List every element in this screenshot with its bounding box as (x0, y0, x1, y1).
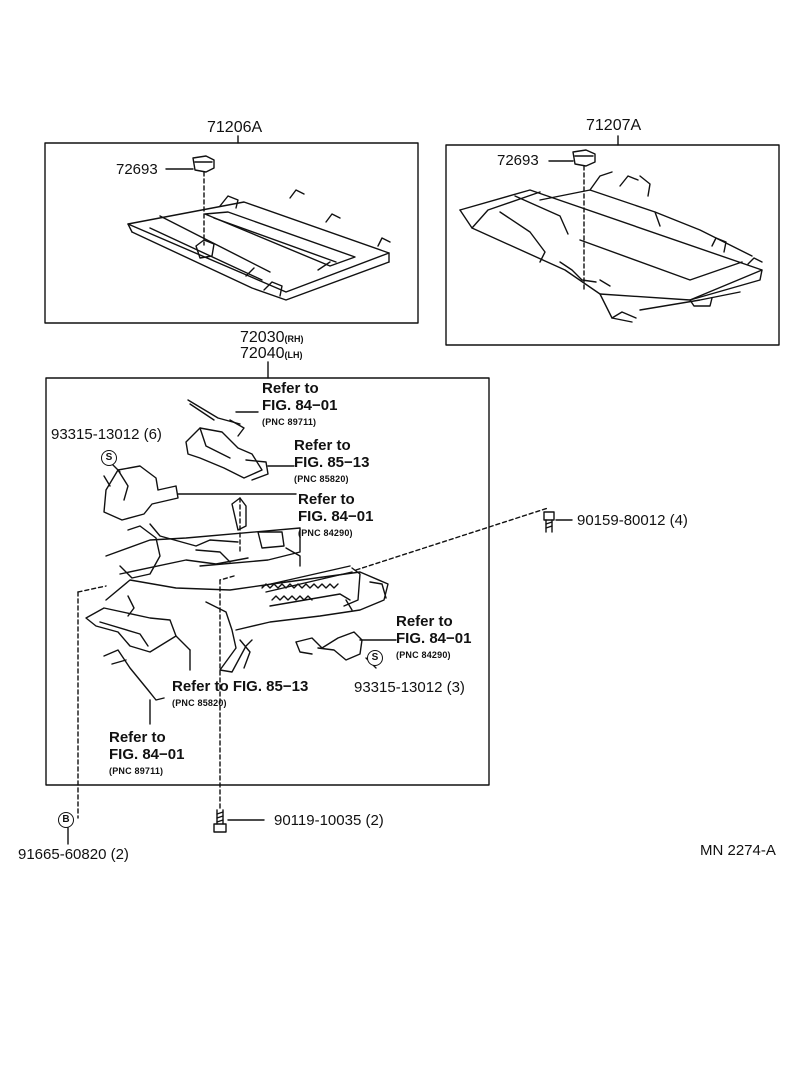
callout-ref6-pnc: (PNC 89711) (109, 766, 164, 776)
adjuster-suffix-lh: (LH) (284, 350, 303, 360)
callout-ref6: Refer to FIG. 84−01 (PNC 89711) (109, 729, 184, 780)
screw-lower-part-number: 93315-13012 (3) (354, 679, 465, 696)
callout-ref4-pnc: (PNC 84290) (396, 650, 451, 660)
callout-ref2-line2: FIG. 85−13 (294, 454, 370, 471)
callout-ref2: Refer to FIG. 85−13 (PNC 85820) (294, 437, 369, 488)
frame-right-title: 71207A (586, 117, 642, 134)
screw-upper-part-number: 93315-13012 (6) (51, 426, 162, 443)
callout-ref1-pnc: (PNC 89711) (262, 417, 317, 427)
screw-upper-leader (111, 463, 121, 473)
s-mark-upper: S (101, 450, 117, 466)
callout-ref5-pnc: (PNC 85820) (172, 698, 227, 708)
callout-ref6-line1: Refer to (109, 729, 166, 746)
callout-ref4: Refer to FIG. 84−01 (PNC 84290) (396, 613, 471, 664)
callout-ref1-line1: Refer to (262, 380, 319, 397)
callout-ref2-line1: Refer to (294, 437, 351, 454)
adjuster-title-rh: 72030(RH) (240, 330, 304, 346)
diagram-code: MN 2274-A (700, 842, 776, 859)
bolt-right-icon (543, 511, 573, 533)
seat-frame-left-drawing (127, 155, 391, 301)
callout-ref1-line2: FIG. 84−01 (262, 397, 338, 414)
adjuster-number-rh: 72030 (240, 329, 285, 346)
bolt-bottom-icon (213, 809, 265, 833)
s-mark-lower: S (367, 650, 383, 666)
adjuster-suffix-rh: (RH) (284, 334, 304, 344)
bolt-left-part-number: 91665-60820 (2) (18, 846, 129, 863)
callout-ref6-line2: FIG. 84−01 (109, 746, 185, 763)
clip-left-part-number: 72693 (116, 161, 158, 178)
callout-ref3-line2: FIG. 84−01 (298, 508, 374, 525)
callout-ref3-line1: Refer to (298, 491, 355, 508)
adjuster-number-lh: 72040 (240, 345, 285, 362)
callout-ref2-pnc: (PNC 85820) (294, 474, 349, 484)
frame-left-title: 71206A (207, 119, 263, 136)
adjuster-assembly-drawing (77, 399, 549, 819)
bolt-right-part-number: 90159-80012 (4) (577, 512, 688, 529)
callout-ref5-line1: Refer to FIG. 85−13 (172, 678, 309, 695)
callout-ref1: Refer to FIG. 84−01 (PNC 89711) (262, 380, 337, 431)
bolt-bottom-part-number: 90119-10035 (2) (274, 812, 384, 829)
b-mark: B (58, 812, 74, 828)
callout-ref5: Refer to FIG. 85−13 (PNC 85820) (172, 678, 308, 712)
clip-right-part-number: 72693 (497, 152, 539, 169)
callout-ref4-line2: FIG. 84−01 (396, 630, 472, 647)
frame-box-left (44, 142, 419, 324)
seat-frame-right-drawing (459, 149, 763, 323)
adjuster-title-lh: 72040(LH) (240, 346, 303, 362)
callout-ref3: Refer to FIG. 84−01 (PNC 84290) (298, 491, 373, 542)
callout-ref3-pnc: (PNC 84290) (298, 528, 353, 538)
callout-ref4-line1: Refer to (396, 613, 453, 630)
frame-box-right (445, 144, 780, 346)
